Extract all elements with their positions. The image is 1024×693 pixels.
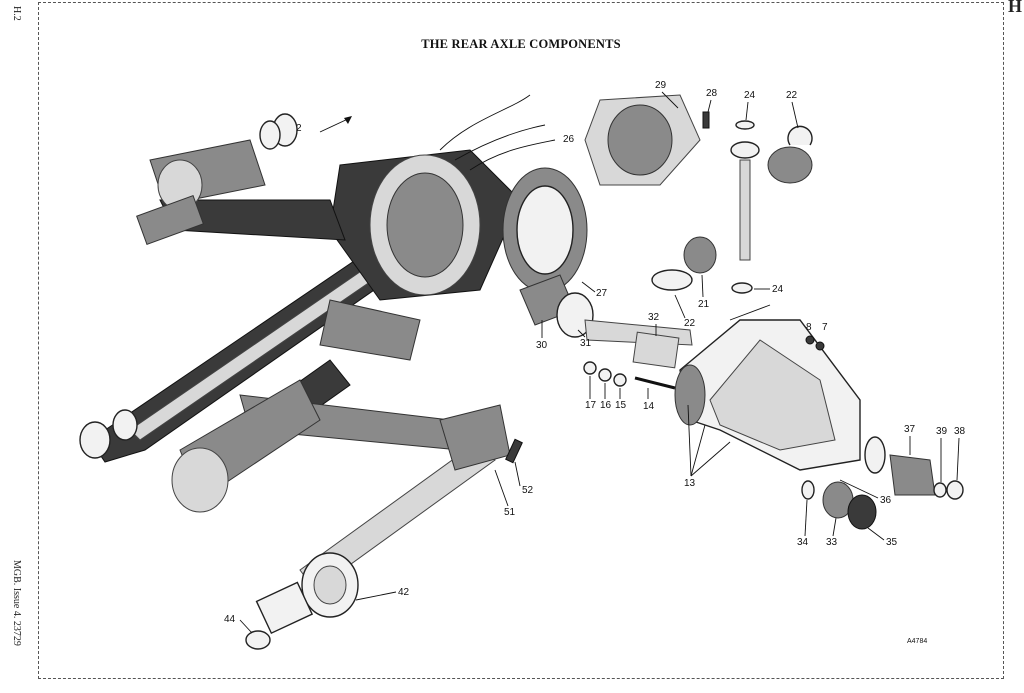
callout-36: 36 [839,479,892,506]
svg-text:44: 44 [224,614,236,625]
callout-39: 39 [936,426,948,482]
callout-13: 13 [684,404,731,489]
svg-text:7: 7 [822,322,828,333]
svg-text:26: 26 [563,134,575,145]
left-hub-assembly [136,113,298,245]
callout-30: 30 [536,320,548,351]
svg-text:36: 36 [880,495,892,506]
svg-text:34: 34 [797,537,809,548]
callout-44: 44 [224,614,253,634]
callout-35: 35 [867,527,898,548]
callout-22-top: 22 [786,90,799,129]
callout-label: 2 [296,123,302,134]
svg-text:32: 32 [648,312,660,323]
callout-32: 32 [648,312,660,336]
callout-26: 26 [563,134,575,145]
svg-text:27: 27 [596,288,608,299]
crown-wheel [502,167,588,293]
pinion-assembly [519,274,693,369]
callout-24-bottom: 24 [754,284,784,295]
svg-text:14: 14 [643,401,655,412]
svg-text:15: 15 [615,400,627,411]
half-shaft [79,299,461,513]
svg-text:33: 33 [826,537,838,548]
axle-casing [89,94,556,463]
section-mark: H [1007,0,1022,16]
callout-37: 37 [904,424,916,455]
callout-38: 38 [954,426,966,481]
svg-text:21: 21 [698,299,710,310]
svg-text:52: 52 [522,485,534,496]
callout-27: 27 [581,281,608,299]
svg-text:38: 38 [954,426,966,437]
svg-text:39: 39 [936,426,948,437]
callout-7: 7 [822,322,828,333]
svg-text:8: 8 [806,322,812,333]
page-frame: THE REAR AXLE COMPONENTS [38,2,1004,679]
half-shaft-flange [245,404,523,650]
pinion-rear-parts [801,436,964,530]
callout-31: 31 [577,329,592,349]
svg-text:17: 17 [585,400,597,411]
svg-text:13: 13 [684,478,696,489]
svg-text:35: 35 [886,537,898,548]
differential-cage [584,94,813,294]
callout-28: 28 [706,88,718,113]
callout-51: 51 [494,469,516,518]
svg-text:22: 22 [684,318,696,329]
svg-text:51: 51 [504,507,516,518]
page-title: THE REAR AXLE COMPONENTS [421,37,621,51]
svg-text:29: 29 [655,80,667,91]
callout-42: 42 [355,587,410,601]
callout-14: 14 [643,388,655,412]
svg-text:16: 16 [600,400,612,411]
callout-15: 15 [615,388,627,411]
callout-8: 8 [806,322,812,333]
callout-52: 52 [514,461,534,496]
svg-text:42: 42 [398,587,410,598]
svg-text:30: 30 [536,340,548,351]
callout-2: 2 [296,116,352,134]
pinion-nut-washers [583,361,676,390]
svg-text:28: 28 [706,88,718,99]
svg-text:37: 37 [904,424,916,435]
svg-text:22: 22 [786,90,798,101]
callout-29: 29 [655,80,679,109]
callout-21: 21 [698,274,710,310]
callout-24-top: 24 [744,90,756,121]
callout-22-bottom: 22 [674,294,696,329]
callout-33: 33 [826,517,838,548]
callout-16: 16 [600,383,612,411]
svg-text:24: 24 [744,90,756,101]
svg-text:31: 31 [580,338,592,349]
callout-34: 34 [797,499,809,548]
differential-carrier [674,304,861,471]
svg-text:24: 24 [772,284,784,295]
callout-17: 17 [585,376,597,411]
drawing-reference: A4784 [907,638,927,645]
